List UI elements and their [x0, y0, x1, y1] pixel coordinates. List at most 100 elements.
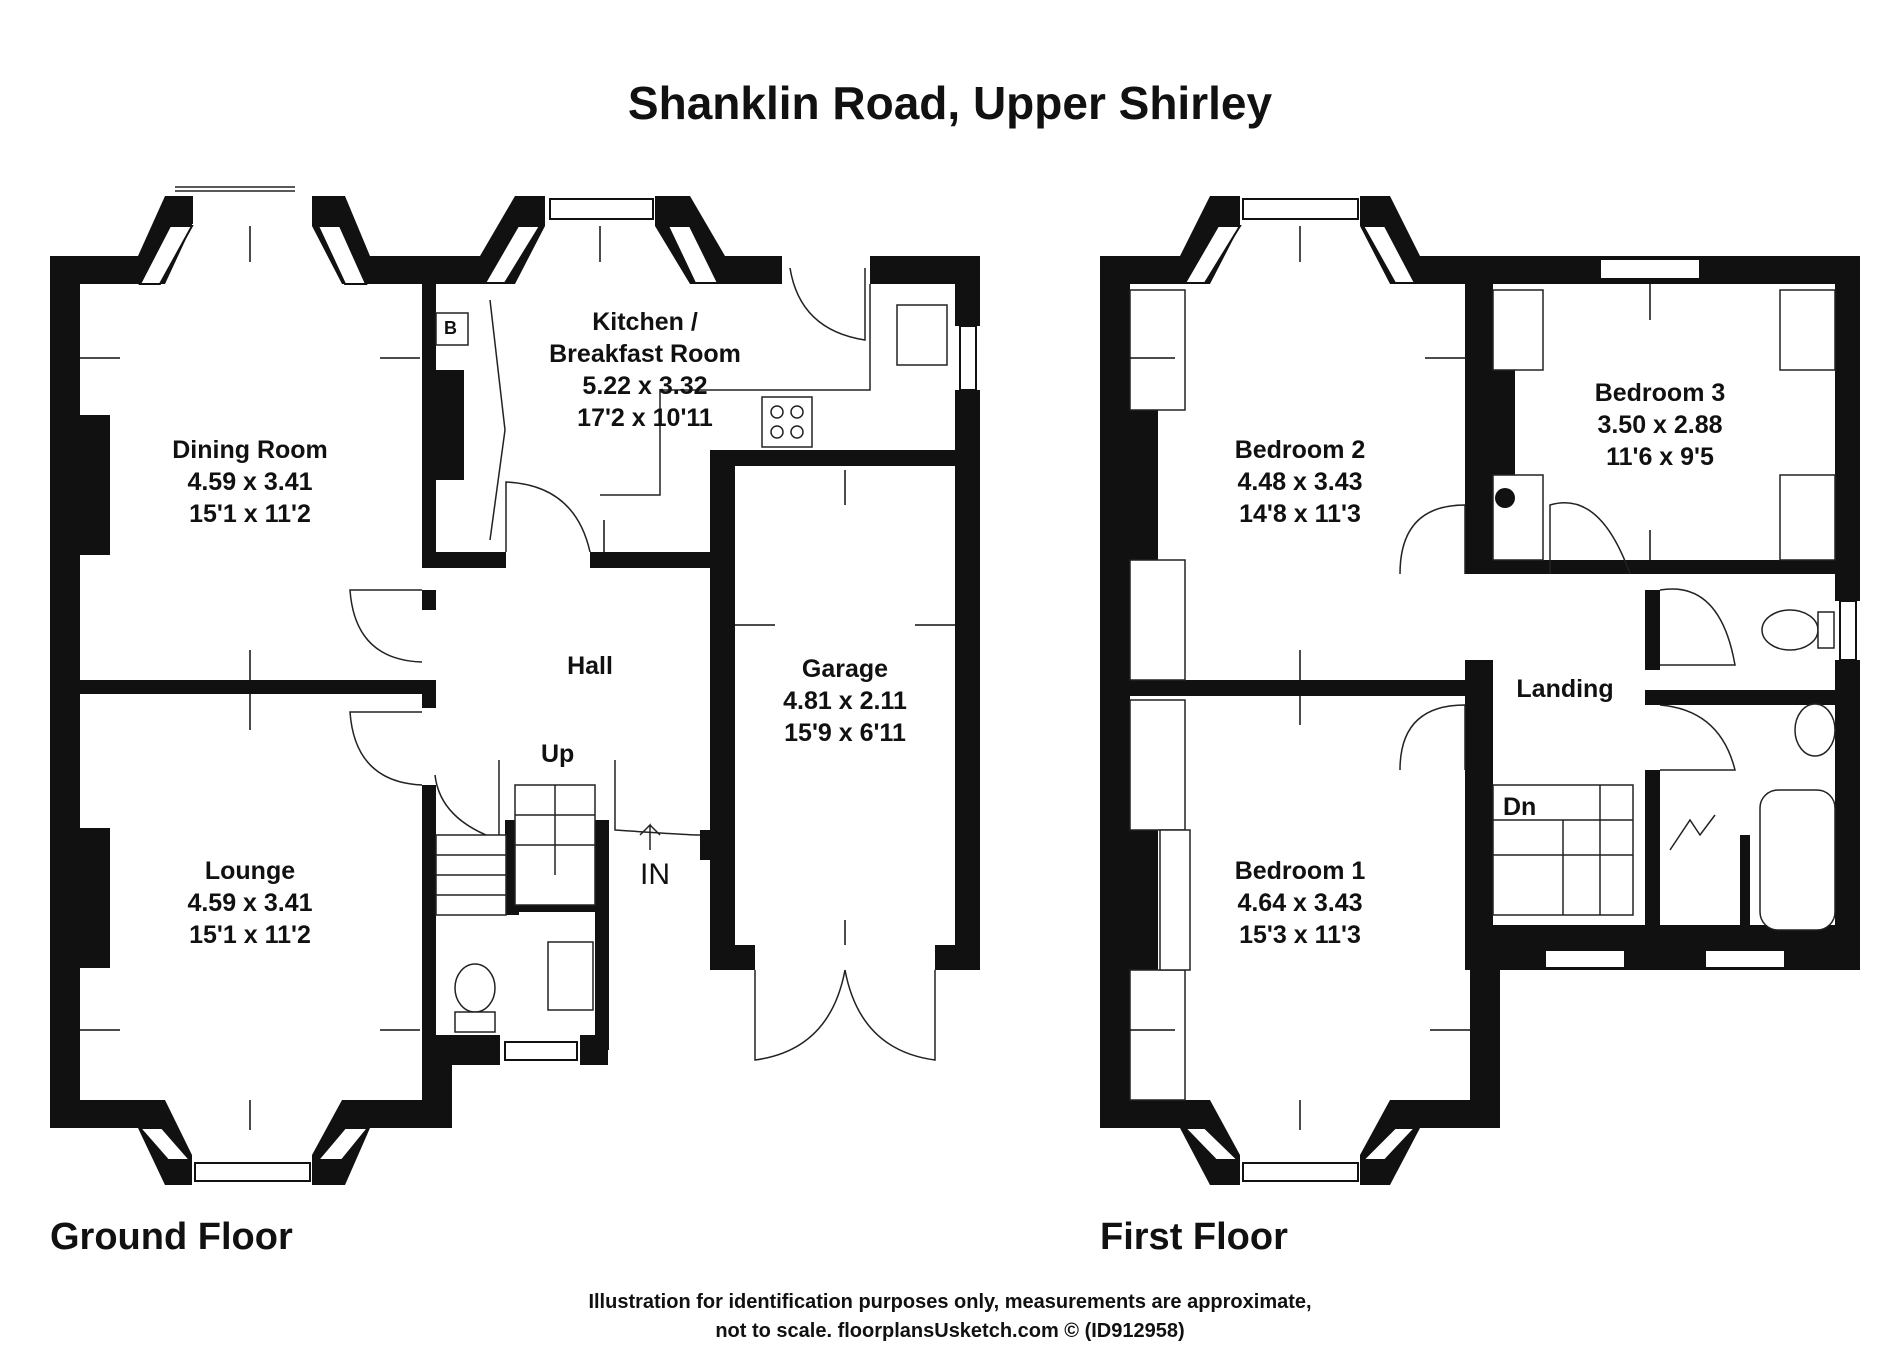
- gf-kitchen-back-door: [789, 267, 866, 341]
- ff-b1-window: [1242, 1162, 1359, 1182]
- gf-wall-kitchen-garage: [725, 450, 980, 466]
- gf-wc-south-left: [422, 1035, 500, 1065]
- ff-b3-cupboard-1: [1492, 289, 1544, 371]
- room-label-hall: Hall: [567, 650, 613, 682]
- ff-b3-cupboard-3: [1779, 474, 1836, 561]
- ff-wall-nw: [1100, 256, 1185, 284]
- ff-wall-east-1: [1835, 256, 1860, 601]
- ff-wall-east-2: [1835, 660, 1860, 970]
- disclaimer-line-1: Illustration for identification purposes…: [588, 1291, 1312, 1313]
- gf-wc-toilet: [454, 963, 496, 1013]
- room-name-2: Breakfast Room: [549, 340, 741, 368]
- ff-wc-toilet: [1761, 609, 1819, 651]
- ff-dimension-arrows: [1130, 226, 1651, 1130]
- gf-wall-garage-west: [710, 450, 735, 970]
- page-title: Shanklin Road, Upper Shirley: [627, 77, 1273, 129]
- room-label-lounge: Lounge 4.59 x 3.41 15'1 x 11'2: [187, 855, 312, 951]
- gf-kitchen-hall-door: [505, 481, 591, 553]
- gf-dining-window-l: [138, 225, 194, 285]
- ff-b2-wardrobe-2: [1129, 559, 1186, 681]
- ff-wall-b3-south: [1465, 560, 1650, 574]
- room-name: Lounge: [204, 857, 296, 885]
- gf-front-door: [614, 760, 701, 836]
- ff-b1-fixture: [1159, 829, 1191, 971]
- ground-floor-plan: [50, 186, 980, 1185]
- ff-bath-window: [1704, 949, 1786, 969]
- room-name: Bedroom 2: [1234, 436, 1366, 464]
- gf-wc-window: [504, 1041, 578, 1061]
- gf-chimney-dining-k: [436, 370, 464, 480]
- gf-stairs: [435, 784, 596, 916]
- gf-garage-door-l: [754, 969, 846, 1061]
- gf-kitchen-window-e: [959, 325, 977, 391]
- gf-garage-se: [935, 945, 980, 970]
- ff-b2-door: [1399, 504, 1466, 575]
- ff-wc-window: [1839, 600, 1857, 661]
- gf-lounge-bay-right: [312, 1100, 448, 1185]
- room-name: Bedroom 3: [1594, 379, 1726, 407]
- disclaimer-line-2: not to scale. floorplansUsketch.com © (I…: [715, 1320, 1185, 1342]
- first-floor-label: First Floor: [1100, 1216, 1288, 1258]
- gf-garage-sw: [710, 945, 755, 970]
- room-name: Garage: [801, 655, 889, 683]
- room-name: Hall: [567, 652, 613, 680]
- gf-wall-hall-north1: [422, 552, 506, 568]
- room-metric: 4.48 x 3.43: [1237, 468, 1363, 496]
- ff-wall-b1-east: [1465, 660, 1493, 950]
- gf-boiler-box: [435, 312, 469, 346]
- ground-floor-label: Ground Floor: [50, 1216, 293, 1258]
- gf-lounge-window-r: [315, 1127, 371, 1161]
- ff-wall-b1-se: [1470, 950, 1500, 1128]
- gf-kitchen-window-r: [666, 225, 720, 284]
- ff-wall-b2-b1: [1130, 680, 1470, 696]
- gf-wall-hall-stub: [422, 680, 436, 708]
- ff-b1-window-r: [1360, 1127, 1418, 1161]
- ff-chimney-b1: [1130, 830, 1158, 970]
- gf-bay-corner: [165, 196, 193, 224]
- gf-kitchen-window-l: [483, 225, 542, 284]
- gf-hall-door-jamb: [700, 830, 735, 860]
- gf-under-stairs-door: [434, 760, 500, 842]
- gf-wall-east-k1: [955, 256, 980, 326]
- gf-kitchen-sink: [896, 304, 948, 366]
- ff-b3-cupboard-4: [1492, 474, 1544, 561]
- ff-stair-window: [1544, 949, 1626, 969]
- gf-chimney-lounge: [80, 828, 110, 968]
- ff-b3-door: [1549, 502, 1631, 575]
- gf-wall-west: [50, 256, 80, 1128]
- gf-chimney-dining: [80, 415, 110, 555]
- room-name: Bedroom 1: [1234, 857, 1366, 885]
- gf-lounge-window-l: [137, 1127, 193, 1161]
- room-name: Landing: [1516, 675, 1614, 703]
- stairs-down-label: Dn: [1503, 793, 1537, 821]
- gf-lounge-door: [349, 711, 423, 786]
- room-metric: 4.81 x 2.11: [783, 687, 907, 715]
- ff-b2-window: [1242, 198, 1359, 220]
- room-metric: 4.64 x 3.43: [1237, 889, 1363, 917]
- room-label-garage: Garage 4.81 x 2.11 15'9 x 6'11: [783, 653, 907, 749]
- room-imperial: 15'9 x 6'11: [784, 719, 906, 747]
- ff-bath-stub: [1645, 590, 1660, 670]
- ff-bath-door: [1659, 704, 1736, 771]
- entrance-label: IN: [640, 858, 670, 891]
- ff-b2-wardrobe-1: [1129, 289, 1186, 411]
- room-label-bedroom-1: Bedroom 1 4.64 x 3.43 15'3 x 11'3: [1235, 855, 1366, 951]
- room-imperial: 15'3 x 11'3: [1239, 921, 1361, 949]
- room-metric: 4.59 x 3.41: [187, 889, 313, 917]
- boiler-label: B: [444, 318, 457, 338]
- room-label-bedroom-2: Bedroom 2 4.48 x 3.43 14'8 x 11'3: [1235, 434, 1366, 530]
- room-name: Kitchen /: [592, 308, 698, 336]
- ff-bath-west: [1645, 770, 1660, 940]
- room-imperial: 14'8 x 11'3: [1239, 500, 1361, 528]
- room-label-kitchen: Kitchen / Breakfast Room 5.22 x 3.32 17'…: [549, 306, 741, 434]
- gf-entrance-arrow: [639, 823, 661, 850]
- room-imperial: 15'1 x 11'2: [189, 921, 311, 949]
- room-metric: 5.22 x 3.32: [582, 372, 708, 400]
- ff-chimney-b2: [1130, 395, 1158, 565]
- ff-b2-window-r: [1361, 225, 1417, 284]
- ff-wall-b3-south2: [1640, 560, 1860, 574]
- ff-b3-window: [1599, 258, 1701, 280]
- room-label-bedroom-3: Bedroom 3 3.50 x 2.88 11'6 x 9'5: [1595, 377, 1726, 473]
